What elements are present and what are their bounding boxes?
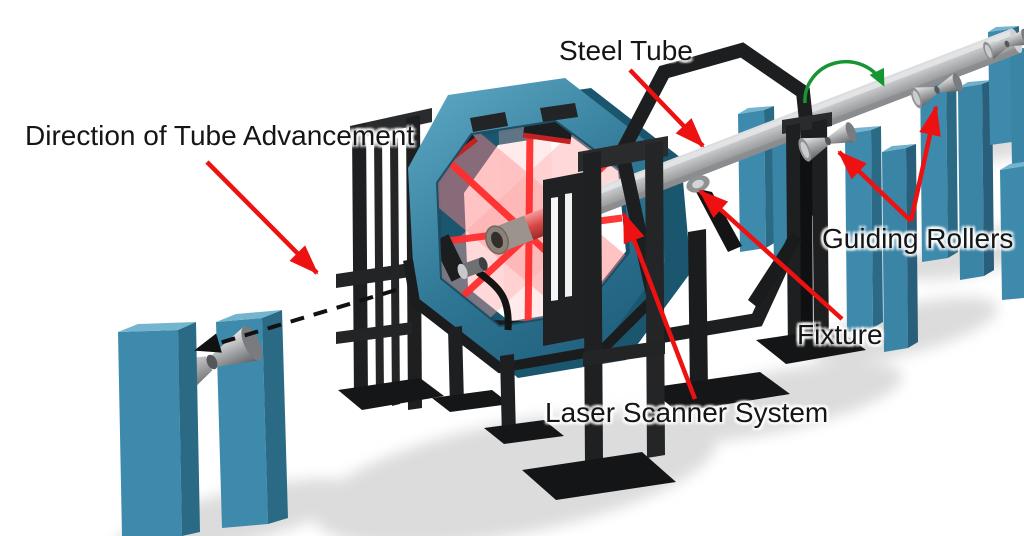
arrow-direction-icon (205, 160, 319, 275)
label-direction-of-tube-advancement: Direction of Tube Advancement (25, 120, 415, 151)
annotations (194, 59, 941, 400)
fixture-rear-stand (748, 112, 866, 364)
label-steel-tube: Steel Tube (559, 35, 693, 66)
label-fixture: Fixture (797, 319, 883, 350)
arrow-guiding-roller-right-icon (908, 105, 941, 222)
label-pointer-arrows (205, 68, 941, 400)
advancement-dashed-arrow-icon (194, 288, 397, 353)
arrow-laser-scanner-icon (621, 212, 698, 400)
rotation-arc-arrow-icon (803, 59, 885, 104)
arrow-fixture-icon (698, 189, 844, 321)
scanner-sensor-arm (457, 257, 512, 331)
left-roller-stand (118, 310, 288, 536)
ring-bottom-trim (403, 259, 656, 374)
arrow-steel-tube-icon (628, 68, 705, 148)
arrow-guiding-roller-left-icon (837, 150, 913, 223)
label-guiding-rollers: Guiding Rollers (822, 223, 1014, 254)
label-laser-scanner-system: Laser Scanner System (545, 397, 829, 428)
